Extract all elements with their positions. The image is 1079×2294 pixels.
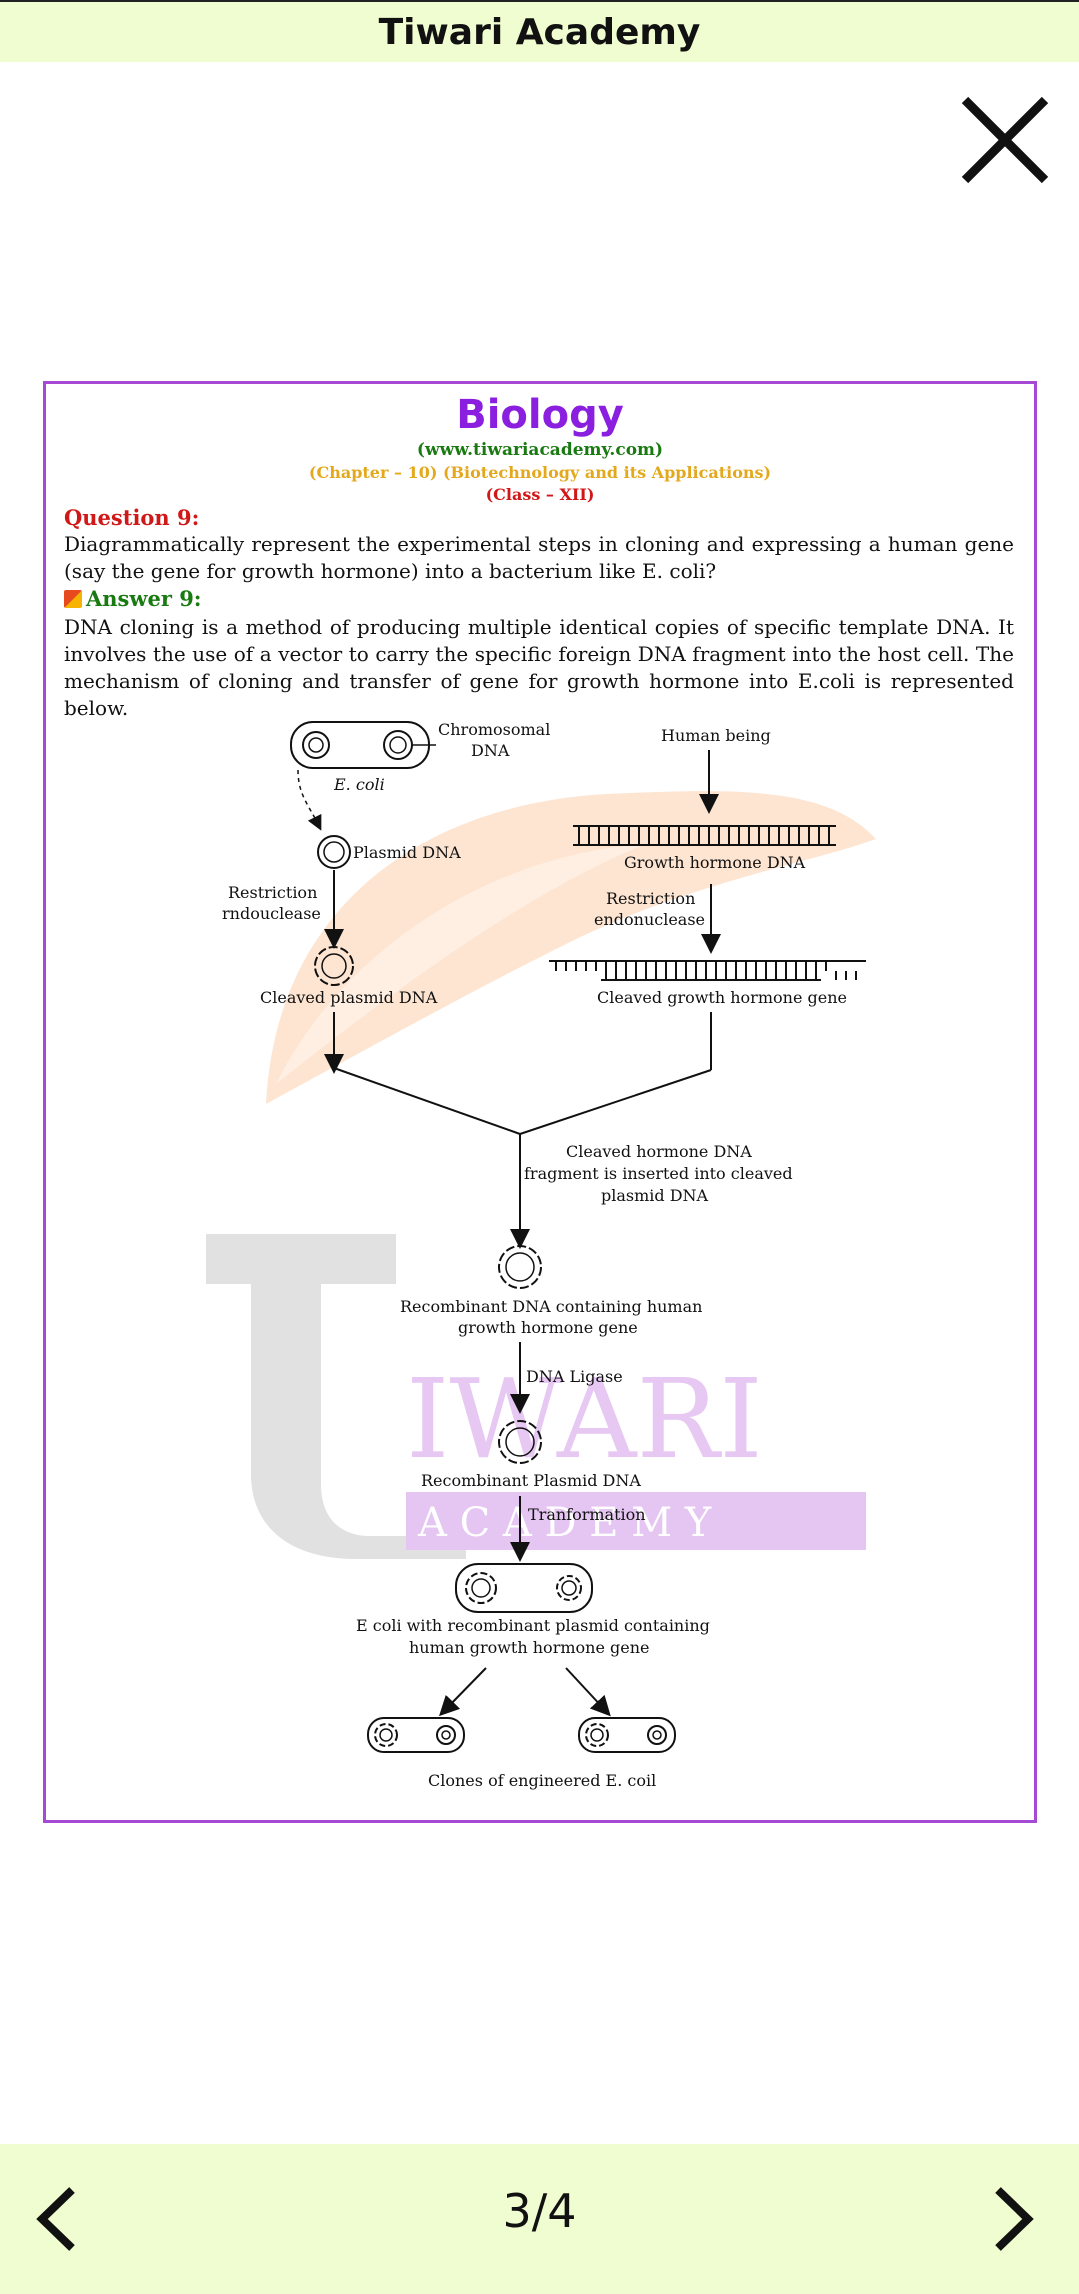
recombinant-dna (498, 1245, 542, 1289)
pencil-icon (64, 590, 82, 608)
watermark-word1: IWARI (406, 1355, 763, 1483)
cleaved-plasmid (314, 946, 354, 986)
page-indicator: 3/4 (502, 2184, 577, 2238)
top-app-bar: Tiwari Academy (0, 0, 1079, 62)
watermark-leaf-shape (266, 791, 876, 1104)
ecoli-cell (290, 721, 430, 769)
answer-label-wrapper: Answer 9: (64, 586, 202, 611)
label-plasmid-dna: Plasmid DNA (353, 843, 461, 862)
document-page: IWARI A C A D E M Y Chromosomal DNA E. c… (43, 381, 1037, 1823)
label-restriction-right-2: endonuclease (594, 910, 705, 929)
close-icon (961, 96, 1049, 184)
doc-chapter: (Chapter – 10) (Biotechnology and its Ap… (308, 463, 772, 482)
label-human-being: Human being (661, 726, 771, 745)
label-recombinant-plasmid: Recombinant Plasmid DNA (421, 1471, 641, 1490)
bottom-nav-bar: 3/4 (0, 2144, 1079, 2294)
label-transformation: Tranformation (528, 1505, 646, 1524)
plasmid-in-cell (302, 731, 330, 759)
label-cleaved-gene: Cleaved growth hormone gene (597, 988, 847, 1007)
label-ecoli-recomb-2: human growth hormone gene (409, 1638, 649, 1657)
growth-hormone-dna-ladder (573, 825, 836, 846)
doc-class: (Class – XII) (485, 485, 595, 504)
label-ecoli: E. coli (333, 775, 385, 794)
label-inserted-1: Cleaved hormone DNA (566, 1142, 752, 1161)
label-chromosomal: Chromosomal (438, 720, 550, 739)
cleaved-gene-ladder (549, 960, 866, 981)
next-page-button[interactable] (980, 2184, 1040, 2254)
label-restriction-left: Restriction (228, 883, 317, 902)
clone-2 (578, 1717, 676, 1753)
chevron-right-icon (995, 2187, 1034, 2251)
question-label: Question 9: (64, 505, 200, 530)
dotted-arrow-isolate (297, 769, 322, 831)
chromosome-in-cell (383, 730, 413, 760)
answer-text: DNA cloning is a method of producing mul… (64, 615, 1014, 720)
watermark-band (406, 1492, 866, 1550)
answer-label: Answer 9: (86, 586, 202, 611)
doc-website: (www.tiwariacademy.com) (416, 440, 664, 460)
doc-heading: Biology (456, 392, 624, 438)
label-cleaved-plasmid: Cleaved plasmid DNA (260, 988, 438, 1007)
watermark-word2: A C A D E M Y (417, 1500, 712, 1546)
label-ecoli-recomb-1: E coli with recombinant plasmid containi… (356, 1616, 710, 1635)
label-clones: Clones of engineered E. coil (428, 1771, 656, 1790)
question-text: Diagrammatically represent the experimen… (64, 532, 1014, 583)
label-inserted-2: fragment is inserted into cleaved (524, 1164, 793, 1183)
label-restriction-right: Restriction (606, 889, 695, 908)
chevron-left-icon (36, 2187, 75, 2251)
label-dna-ligase: DNA Ligase (526, 1367, 623, 1386)
label-recombinant-1: Recombinant DNA containing human (400, 1297, 702, 1316)
transformed-ecoli (455, 1563, 593, 1613)
label-growth-hormone-dna: Growth hormone DNA (624, 853, 806, 872)
label-restriction-left-2: rndouclease (222, 904, 321, 923)
cloning-diagram: IWARI A C A D E M Y Chromosomal DNA E. c… (206, 720, 876, 1790)
watermark-t-shape (206, 1234, 466, 1559)
recombinant-plasmid (498, 1420, 542, 1464)
label-recombinant-2: growth hormone gene (458, 1318, 638, 1337)
label-chromosomal-dna: DNA (471, 741, 510, 760)
clone-1 (367, 1717, 465, 1753)
plasmid-dna (317, 835, 351, 869)
close-button[interactable] (955, 90, 1055, 190)
label-inserted-3: plasmid DNA (601, 1186, 709, 1205)
app-title: Tiwari Academy (378, 11, 701, 53)
previous-page-button[interactable] (30, 2184, 90, 2254)
